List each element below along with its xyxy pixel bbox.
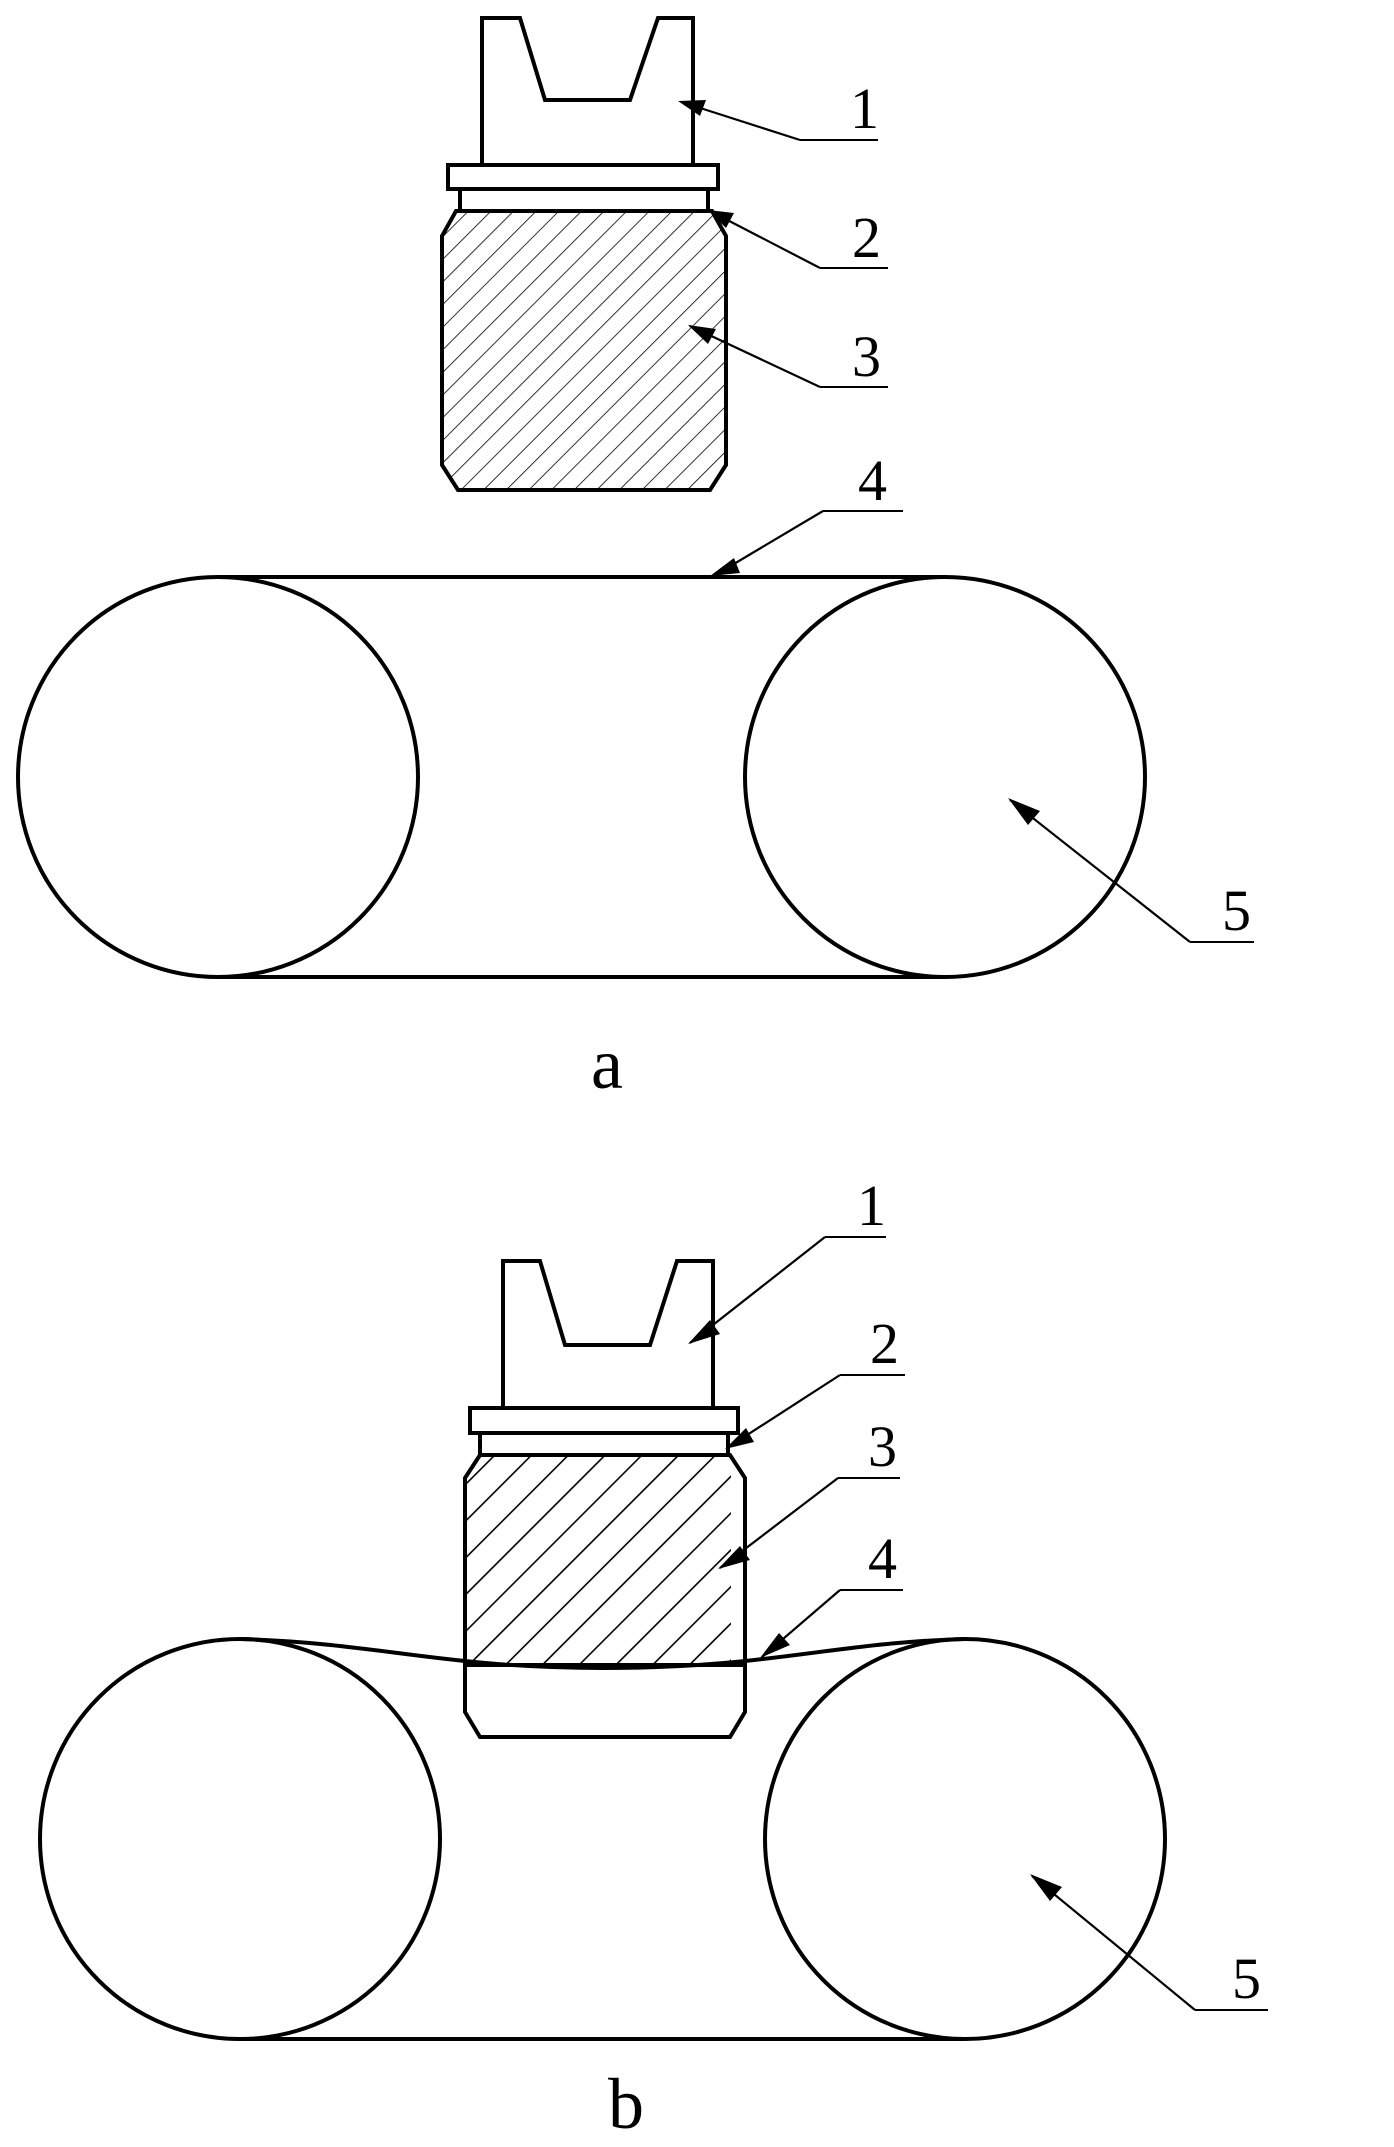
- label-2-a: 2: [852, 205, 881, 270]
- label-5-a: 5: [1222, 878, 1251, 943]
- label-2-b: 2: [870, 1311, 899, 1376]
- caption-a: a: [591, 1024, 623, 1104]
- holder-flange-b: [468, 1406, 740, 1435]
- belt-top-b: [239, 1637, 966, 1671]
- block-hatch-b: [466, 1455, 731, 1665]
- roller-right-a: [743, 575, 1147, 979]
- leaders-a: [678, 100, 1254, 943]
- holder-flange-a: [446, 163, 720, 191]
- roller-left-b: [38, 1637, 442, 2041]
- label-4-a: 4: [858, 448, 887, 513]
- label-5-b: 5: [1232, 1946, 1261, 2011]
- figure-b: 1 2 3 4 5 b: [38, 1173, 1268, 2144]
- leaders-b: [688, 1236, 1268, 2011]
- label-1-a: 1: [850, 76, 879, 141]
- block-part-3-b: [463, 1453, 747, 1739]
- caption-b: b: [608, 2064, 644, 2144]
- layer-part-2-b: [478, 1431, 730, 1457]
- label-4-b: 4: [868, 1526, 897, 1591]
- label-3-b: 3: [868, 1414, 897, 1479]
- figure-a: 1 2 3 4 5 a: [16, 16, 1254, 1104]
- label-1-b: 1: [857, 1173, 886, 1238]
- block-part-3-a: [440, 209, 728, 492]
- roller-right-b: [763, 1637, 1167, 2041]
- layer-part-2-a: [458, 187, 710, 213]
- roller-left-a: [16, 575, 420, 979]
- holder-part-1-a: [480, 16, 695, 167]
- label-3-a: 3: [852, 324, 881, 389]
- holder-part-1-b: [501, 1259, 715, 1410]
